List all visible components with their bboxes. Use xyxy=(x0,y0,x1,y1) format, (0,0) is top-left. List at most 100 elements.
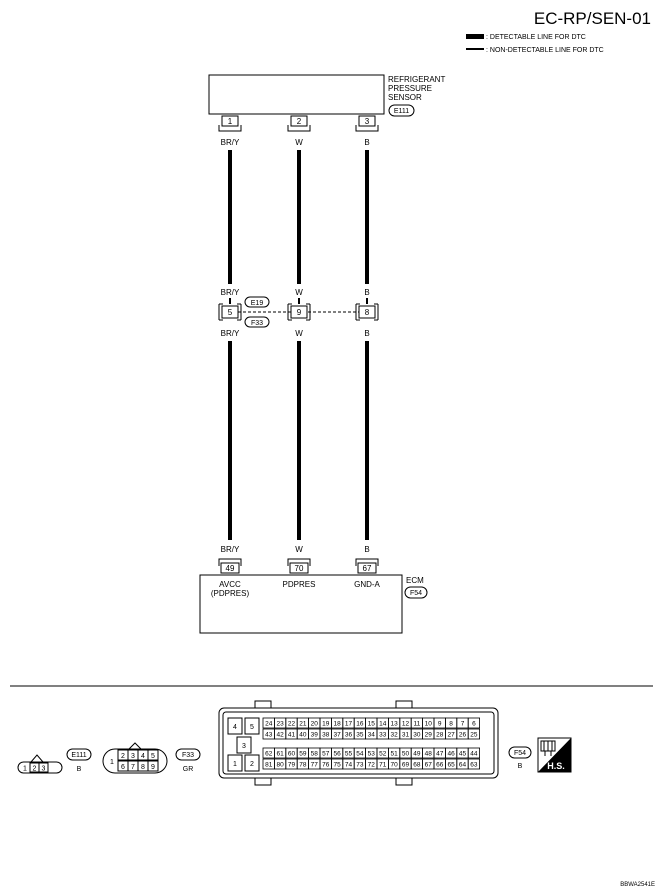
f54-pin-number: 41 xyxy=(288,732,296,739)
wire-3-color-top: B xyxy=(364,138,369,147)
f54-pin-number: 80 xyxy=(276,762,284,769)
sensor-pin-box xyxy=(221,115,239,127)
f54-pin-number: 1 xyxy=(233,761,237,768)
connector-view-f33: 1 2 3 4 5 6 7 8 9 F33 GR xyxy=(102,742,201,774)
f54-pin-number: 16 xyxy=(356,721,364,728)
f54-pin-number: 44 xyxy=(470,751,478,758)
wire-1-color-above-junction: BR/Y xyxy=(221,288,240,297)
f54-pin-number: 81 xyxy=(265,762,273,769)
ecm-terminal-label-avcc: AVCC xyxy=(219,580,241,589)
ecm-terminal-label-pdpres: PDPRES xyxy=(283,580,316,589)
legend-detectable-label: : DETECTABLE LINE FOR DTC xyxy=(486,34,586,41)
connector-housing xyxy=(102,748,168,774)
power-cavity xyxy=(227,717,243,735)
f54-pin-number: 43 xyxy=(265,732,273,739)
junction-pin-bracket xyxy=(287,304,311,320)
power-cavity xyxy=(227,754,243,772)
f33-pin-number: 2 xyxy=(121,753,125,760)
ecm-pin-70: 70 xyxy=(287,558,311,574)
f54-pin-number: 21 xyxy=(299,721,307,728)
ecm-pin-number: 70 xyxy=(295,564,304,573)
sensor-pin-bracket xyxy=(287,125,311,132)
f54-pin-number: 45 xyxy=(459,751,467,758)
f54-pin-number: 13 xyxy=(390,721,398,728)
f54-pin-number: 59 xyxy=(299,751,307,758)
f54-pin-number: 40 xyxy=(299,732,307,739)
ecm-pin-bracket xyxy=(287,558,311,566)
f54-pin-number: 50 xyxy=(402,751,410,758)
junction-pin-number: 9 xyxy=(297,308,302,317)
f54-pin-number: 2 xyxy=(250,761,254,768)
sensor-pin-box xyxy=(358,115,376,127)
wire-1-color-bottom: BR/Y xyxy=(221,545,240,554)
junction-connector-badge-upper xyxy=(244,296,270,308)
f54-pin-number: 29 xyxy=(425,732,433,739)
junction-pin-9: 9 xyxy=(287,303,311,321)
f33-pin-number: 1 xyxy=(110,759,114,766)
sensor-pin-number: 2 xyxy=(297,117,302,126)
power-cavity xyxy=(244,754,260,772)
power-cavity xyxy=(244,717,260,735)
f54-pin-number: 19 xyxy=(322,721,330,728)
connector-housing xyxy=(218,707,499,779)
f54-housing-color: B xyxy=(518,763,523,770)
junction-connector-badge-lower xyxy=(244,316,270,328)
sensor-name-line-2: PRESSURE xyxy=(388,84,432,93)
connector-key-tab xyxy=(128,742,142,750)
refrigerant-pressure-sensor: REFRIGERANT PRESSURE SENSOR E111 xyxy=(208,74,445,117)
power-cavity xyxy=(236,736,252,754)
connector-view-e111: 1 2 3 E111 B xyxy=(17,748,92,774)
f54-pin-number: 63 xyxy=(470,762,478,769)
sensor-pin-2: 2 xyxy=(287,115,311,132)
connector-cavity xyxy=(38,762,49,773)
ecm-name: ECM xyxy=(406,576,424,585)
f54-pin-number: 39 xyxy=(311,732,319,739)
connector-lock-tab xyxy=(254,700,272,708)
ecm-terminal-label-pdpres-sub: (PDPRES) xyxy=(211,589,250,598)
f54-pin-number: 53 xyxy=(368,751,376,758)
f54-pin-number: 51 xyxy=(390,751,398,758)
f54-pin-number: 30 xyxy=(413,732,421,739)
wire-2-color-top: W xyxy=(295,138,303,147)
junction-connector-id-lower: F33 xyxy=(251,320,263,327)
e111-pin-number: 2 xyxy=(33,766,37,773)
f54-pin-number: 42 xyxy=(276,732,284,739)
f54-pin-number: 9 xyxy=(438,721,442,728)
connector-cavity xyxy=(147,760,159,772)
f54-pin-number: 35 xyxy=(356,732,364,739)
junction-pin-box xyxy=(221,305,239,319)
wire-1-color-below-junction: BR/Y xyxy=(221,329,240,338)
ecm-connector-id: F54 xyxy=(410,590,422,597)
f54-pin-number: 46 xyxy=(447,751,455,758)
connector-cavity xyxy=(147,749,159,761)
f54-pin-number: 36 xyxy=(345,732,353,739)
non-detectable-line-swatch xyxy=(466,48,484,50)
f54-pin-number: 31 xyxy=(402,732,410,739)
f54-pin-number: 77 xyxy=(311,762,319,769)
junction-connector-id-upper: E19 xyxy=(251,300,264,307)
page-title: EC-RP/SEN-01 xyxy=(534,9,651,28)
f33-pin-number: 9 xyxy=(151,764,155,771)
f54-pin-number: 72 xyxy=(368,762,376,769)
f54-pin-number: 11 xyxy=(414,721,421,728)
f54-pin-number: 61 xyxy=(276,751,284,758)
junction-pin-number: 5 xyxy=(228,308,233,317)
f54-pin-number: 74 xyxy=(345,762,353,769)
f33-pin-number: 6 xyxy=(121,764,125,771)
junction-pin-number: 8 xyxy=(365,308,370,317)
f33-pin-number: 4 xyxy=(141,753,145,760)
sensor-pin-1: 1 xyxy=(218,115,242,132)
junction-pin-8: 8 xyxy=(355,303,379,321)
f54-pin-number: 55 xyxy=(345,751,353,758)
f33-pin-number: 5 xyxy=(151,753,155,760)
ecm-pin-bracket xyxy=(355,558,379,566)
connector-housing xyxy=(17,761,63,774)
f54-pin-number: 34 xyxy=(368,732,376,739)
f54-pin-number: 24 xyxy=(265,721,273,728)
wire-2-color-above-junction: W xyxy=(295,288,303,297)
sensor-name-line-1: REFRIGERANT xyxy=(388,75,445,84)
f54-pin-number: 52 xyxy=(379,751,387,758)
